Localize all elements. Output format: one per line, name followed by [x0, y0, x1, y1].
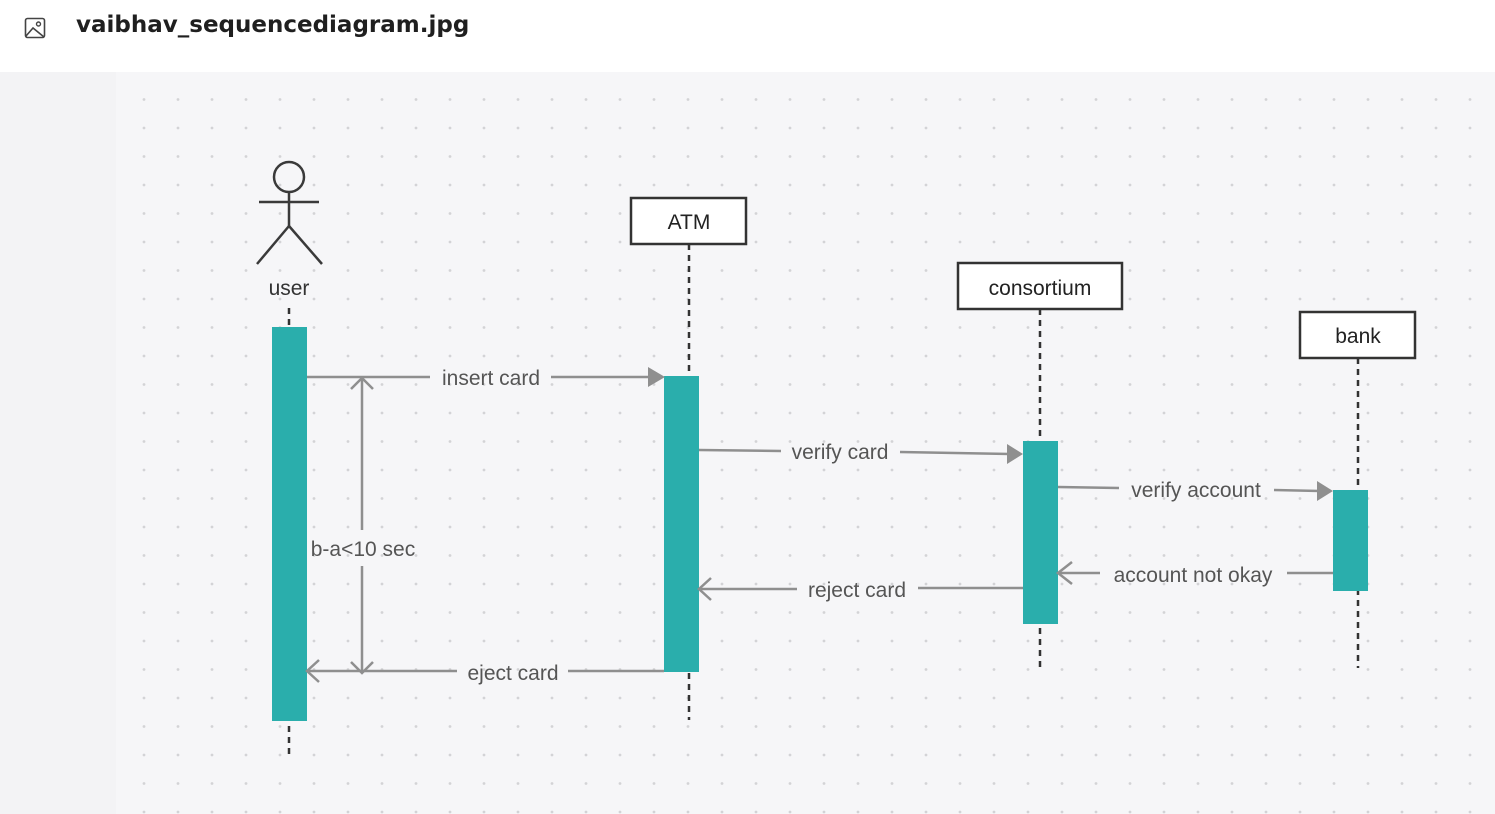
- arrowheads: [648, 367, 1333, 501]
- message-verify-account-line: [1057, 485, 1120, 490]
- duration-constraint: [350, 376, 374, 675]
- object-bank: bank: [1298, 310, 1417, 360]
- arrowhead-insert-card: [648, 367, 665, 387]
- message-reject-card-label: reject card: [808, 579, 906, 602]
- object-atm: ATM: [629, 196, 748, 246]
- actor-user-label: user: [269, 277, 310, 300]
- arrowhead-verify-card: [1007, 444, 1023, 464]
- duration-constraint-label: b-a<10 sec: [311, 538, 416, 561]
- message-verify-card-line: [698, 448, 782, 453]
- object-consortium-label: consortium: [989, 277, 1092, 300]
- activation-atm: [664, 376, 699, 672]
- image-viewer: user ATM consortium bank: [0, 72, 1495, 814]
- message-account-not-okay-label: account not okay: [1114, 564, 1273, 587]
- activation-bank: [1333, 490, 1368, 591]
- message-verify-account-label: verify account: [1131, 479, 1261, 502]
- message-insert-card-label: insert card: [442, 367, 540, 390]
- dot-grid: [116, 86, 1495, 814]
- image-file-icon: [24, 17, 46, 39]
- arrowhead-verify-account: [1317, 481, 1333, 501]
- actor-user: [256, 160, 323, 265]
- activation-consortium: [1023, 441, 1058, 624]
- file-header: vaibhav_sequencediagram.jpg: [0, 0, 1495, 72]
- object-atm-label: ATM: [668, 211, 711, 234]
- message-verify-card-label: verify card: [792, 441, 889, 464]
- activation-user: [272, 327, 307, 721]
- sequence-diagram: user ATM consortium bank: [116, 72, 1495, 814]
- file-title: vaibhav_sequencediagram.jpg: [76, 12, 470, 38]
- object-consortium: consortium: [956, 261, 1124, 311]
- object-bank-label: bank: [1335, 325, 1381, 348]
- message-eject-card-label: eject card: [467, 662, 558, 685]
